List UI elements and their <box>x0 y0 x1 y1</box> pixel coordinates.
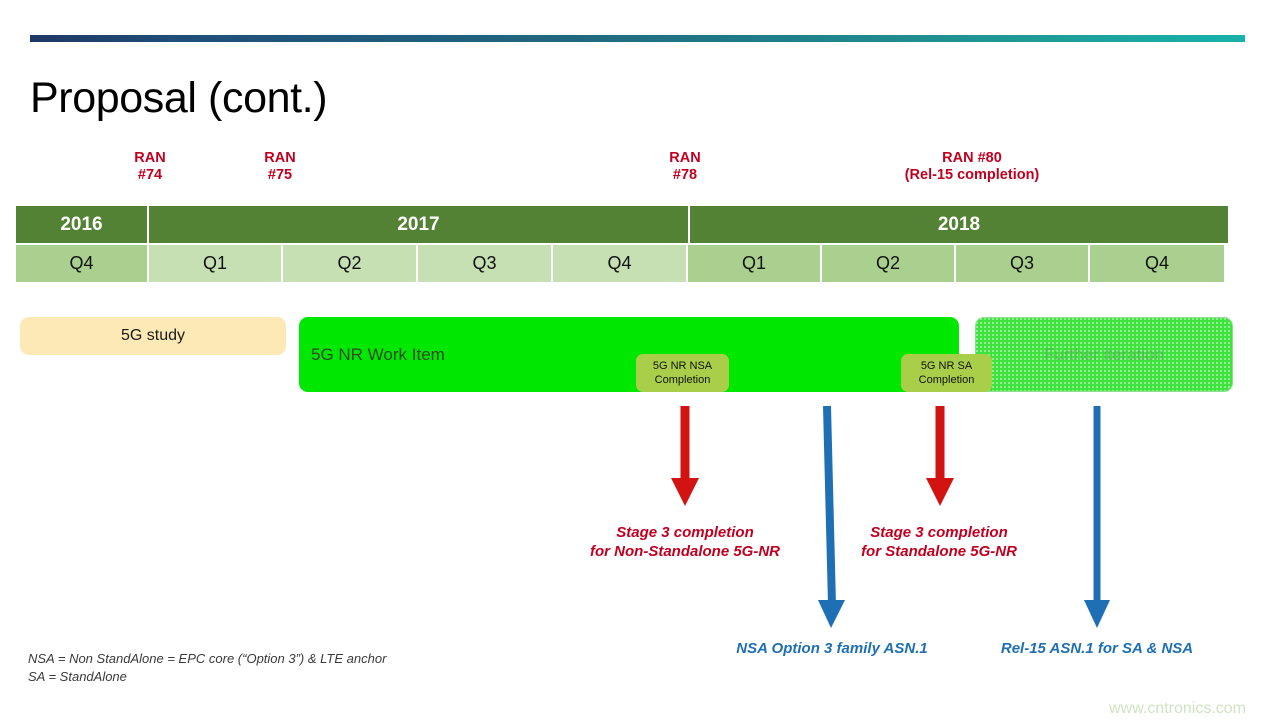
ran-marker-75-line1: RAN <box>264 150 296 166</box>
timeline-quarter-row: Q4 Q1 Q2 Q3 Q4 Q1 Q2 Q3 Q4 <box>16 245 1228 282</box>
quarter-cell-2016-q4: Q4 <box>16 245 149 282</box>
year-cell-2016: 2016 <box>16 206 149 243</box>
ran-marker-74: RAN #74 <box>110 150 190 184</box>
milestone-nsa-line2: Completion <box>654 374 711 386</box>
footnote-legend: NSA = Non StandAlone = EPC core (“Option… <box>28 651 387 684</box>
red-arrow-nsa <box>671 406 699 506</box>
annotation-stage3-nsa-line2: for Non-Standalone 5G-NR <box>590 543 780 560</box>
ran-marker-80-line1: RAN #80 <box>942 150 1002 166</box>
annotation-stage3-sa-line1: Stage 3 completion <box>870 524 1008 541</box>
quarter-cell-2017-q4: Q4 <box>553 245 688 282</box>
year-cell-2017: 2017 <box>149 206 690 243</box>
milestone-nsa-line1: 5G NR NSA <box>652 360 713 372</box>
annotation-stage3-sa-line2: for Standalone 5G-NR <box>861 543 1017 560</box>
milestone-nsa: 5G NR NSA Completion <box>636 354 729 392</box>
blue-arrow-nsa-asn1 <box>818 405 845 628</box>
quarter-cell-2018-q1: Q1 <box>688 245 822 282</box>
timeline-year-row: 2016 2017 2018 <box>16 206 1228 243</box>
quarter-cell-2017-q3: Q3 <box>418 245 553 282</box>
bar-5g-nr-work-item-label: 5G NR Work Item <box>311 345 445 364</box>
ran-marker-78: RAN #78 <box>645 150 725 184</box>
quarter-cell-2018-q4: Q4 <box>1090 245 1224 282</box>
ran-marker-75-line2: #75 <box>267 167 293 183</box>
ran-marker-80-line2: (Rel-15 completion) <box>904 167 1040 183</box>
watermark: www.cntronics.com <box>1109 700 1246 717</box>
top-accent-bar <box>30 35 1245 42</box>
red-arrow-sa <box>926 406 954 506</box>
bar-5g-nr-work-item <box>299 317 959 392</box>
quarter-cell-2017-q2: Q2 <box>283 245 418 282</box>
bar-5g-study: 5G study <box>20 317 286 355</box>
bar-further-iteration-label: Further iteration <box>1044 345 1164 364</box>
milestone-sa-line1: 5G NR SA <box>920 360 973 372</box>
ran-marker-74-line1: RAN <box>134 150 166 166</box>
ran-marker-78-line2: #78 <box>672 167 698 183</box>
quarter-cell-2017-q1: Q1 <box>149 245 283 282</box>
annotation-stage3-sa: Stage 3 completion for Standalone 5G-NR <box>828 523 1050 561</box>
ran-marker-78-line1: RAN <box>669 150 701 166</box>
annotation-stage3-nsa: Stage 3 completion for Non-Standalone 5G… <box>560 523 810 561</box>
annotation-nsa-asn1: NSA Option 3 family ASN.1 <box>736 640 928 657</box>
timeline: 2016 2017 2018 Q4 Q1 Q2 Q3 Q4 Q1 Q2 Q3 Q… <box>16 206 1228 282</box>
ran-marker-74-line2: #74 <box>137 167 163 183</box>
milestone-sa-line2: Completion <box>918 374 975 386</box>
bar-further-iteration <box>975 317 1233 392</box>
ran-marker-75: RAN #75 <box>240 150 320 184</box>
page-title: Proposal (cont.) <box>30 74 328 122</box>
ran-marker-80: RAN #80 (Rel-15 completion) <box>862 150 1082 184</box>
blue-arrow-rel15-asn1 <box>1084 406 1110 628</box>
year-cell-2018: 2018 <box>690 206 1228 243</box>
quarter-cell-2018-q2: Q2 <box>822 245 956 282</box>
annotation-stage3-nsa-line1: Stage 3 completion <box>616 524 754 541</box>
milestone-sa: 5G NR SA Completion <box>901 354 992 392</box>
annotation-rel15-asn1: Rel-15 ASN.1 for SA & NSA <box>1000 640 1194 657</box>
quarter-cell-2018-q3: Q3 <box>956 245 1090 282</box>
